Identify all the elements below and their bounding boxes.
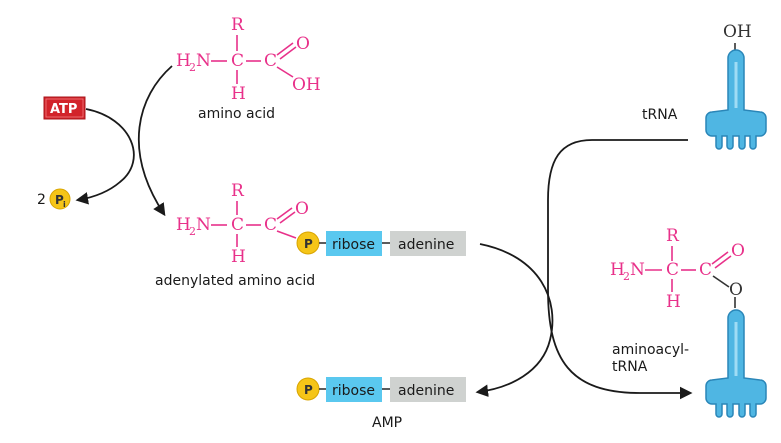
pi-group: 2 P i [37, 188, 71, 210]
trna-icon: OH [705, 22, 767, 150]
pi-main-label: P [55, 193, 64, 207]
aminoacyl-alpha-carbon-label: C [666, 260, 679, 280]
alpha-carbon-label: C [231, 51, 244, 71]
alpha-h-label: H [231, 84, 246, 104]
trna-to-aminoacyl-trna-arrow [547, 139, 693, 400]
amp-adenine-label: adenine [398, 383, 454, 399]
carboxyl-carbon-label: C [264, 51, 277, 71]
pi-sub-label: i [63, 200, 66, 209]
ribose-label: ribose [332, 237, 375, 253]
aminoacyl-trna-label-line1: aminoacyl- [612, 342, 689, 358]
amp-p-label: P [304, 383, 313, 397]
amp-ribose-label: ribose [332, 383, 375, 399]
atp-badge: ATP [43, 96, 86, 120]
aminoacyl-carbonyl-o-label: O [731, 241, 745, 261]
aminoacyl-carboxyl-carbon-label: C [699, 260, 712, 280]
amp-adenine-box [390, 377, 466, 402]
aminoacyl-trna-label-line2: tRNA [612, 359, 648, 375]
aminoacyl-amino-acid-structure: R H 2 N C C H O O [610, 226, 745, 312]
aminoacyl-r-label: R [666, 226, 680, 246]
aminoacyl-amine-n-label: N [630, 260, 645, 280]
adenine-label: adenine [398, 237, 454, 253]
amino-acid-structure: R H 2 N C C H O OH amino acid [176, 15, 321, 122]
adenyl-amine-subscript: 2 [189, 225, 196, 238]
aminoacyl-amine-subscript: 2 [623, 270, 630, 283]
amp-ribose-box [326, 377, 382, 402]
aminoacyl-trna-icon [705, 309, 767, 418]
adenyl-amine-h-label: H [176, 215, 191, 235]
adenine-box [390, 231, 466, 256]
amp-label: AMP [372, 415, 402, 431]
amine-h-label: H [176, 51, 191, 71]
adenyl-alpha-carbon-label: C [231, 215, 244, 235]
amine-subscript: 2 [189, 61, 196, 74]
adenyl-alpha-h-label: H [231, 247, 246, 267]
ester-o-label: O [729, 280, 743, 300]
amino-acid-label: amino acid [198, 106, 275, 122]
trna-label: tRNA [642, 107, 678, 123]
adenylated-to-amp-arrow [475, 243, 554, 397]
adenyl-carbonyl-o-label: O [295, 199, 309, 219]
ribose-box [326, 231, 382, 256]
amino-acid-to-adenylated-arrow [137, 65, 173, 217]
adenylated-amino-acid-structure: R H 2 N C C H O P ribose adenine adenyla… [155, 181, 466, 289]
amine-n-label: N [196, 51, 211, 71]
trna-oh-label: OH [723, 22, 752, 42]
amp-structure: P ribose adenine AMP [296, 377, 466, 431]
atp-to-pi-arrow [75, 108, 135, 205]
adenyl-amine-n-label: N [196, 215, 211, 235]
aminoacyl-amine-h-label: H [610, 260, 625, 280]
adenyl-carboxyl-carbon-label: C [264, 215, 277, 235]
carbonyl-o-label: O [296, 34, 310, 54]
aminoacyl-alpha-h-label: H [666, 292, 681, 312]
adenylated-amino-acid-label: adenylated amino acid [155, 273, 315, 289]
r-group-label: R [231, 15, 245, 35]
hydroxyl-label: OH [292, 75, 321, 95]
phosphate-icon [49, 188, 71, 210]
atp-label: ATP [50, 102, 77, 117]
adenyl-p-label: P [304, 237, 313, 251]
adenyl-r-label: R [231, 181, 245, 201]
pi-count-label: 2 [37, 192, 46, 208]
